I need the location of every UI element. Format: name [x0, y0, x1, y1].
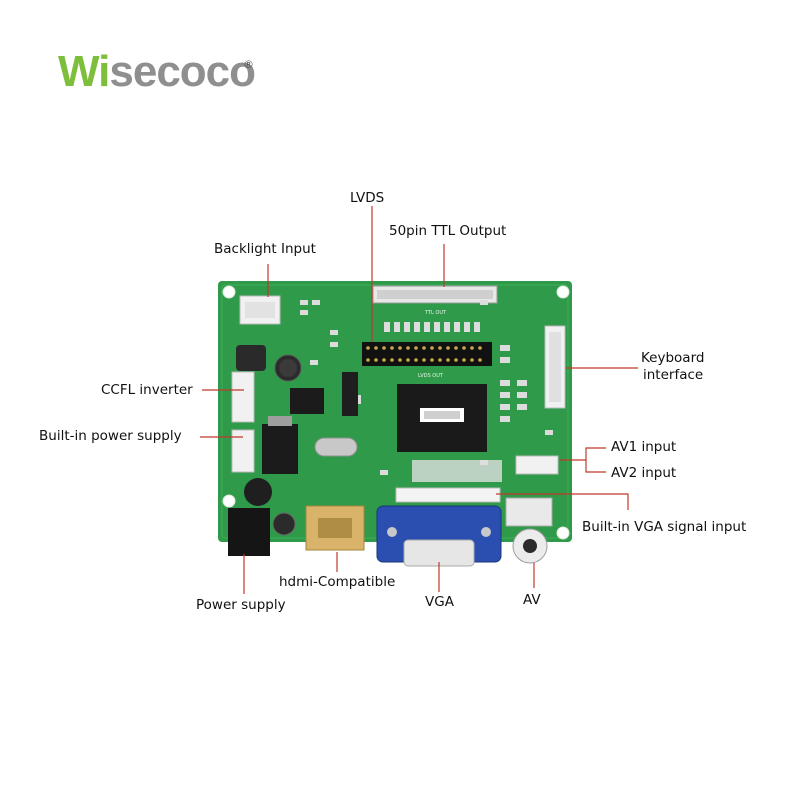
label-ccfl-inverter: CCFL inverter	[101, 382, 193, 398]
lvds-pins	[366, 346, 482, 362]
label-vga: VGA	[425, 594, 454, 610]
vga-signal-connector	[395, 487, 501, 503]
brand-logo-part2: secoco	[109, 47, 256, 96]
inductor	[236, 345, 266, 371]
ccfl-connector	[231, 371, 255, 423]
rca-jack-center	[523, 539, 537, 553]
voltage-regulator	[262, 424, 298, 474]
av-connector	[515, 455, 559, 475]
label-av: AV	[523, 592, 541, 608]
dc-power-jack	[228, 508, 270, 556]
regulator-tab	[268, 416, 292, 426]
ttl-connector-slot	[377, 290, 493, 299]
chip-label-barcode	[424, 411, 460, 419]
lvds-out-silk: LVDS OUT	[418, 373, 444, 379]
label-builtin-vga-signal-input: Built-in VGA signal input	[582, 519, 747, 535]
leader-lines	[200, 206, 638, 594]
label-hdmi-compatible: hdmi-Compatible	[279, 574, 396, 590]
power-inductor	[244, 478, 272, 506]
small-chip	[342, 372, 358, 416]
label-keyboard-line1: Keyboard	[641, 350, 705, 366]
label-av1-input: AV1 input	[611, 439, 677, 455]
hdmi-port-inner	[318, 518, 352, 538]
builtin-power-connector	[231, 429, 255, 473]
mount-hole	[556, 526, 570, 540]
mount-hole	[222, 494, 236, 508]
leader-av-bracket	[585, 447, 606, 473]
label-av2-input: AV2 input	[611, 465, 677, 481]
registered-mark: ®	[243, 58, 254, 71]
capacitor-top	[279, 359, 297, 377]
brand-logo: Wisecoco	[58, 47, 256, 96]
mount-hole	[222, 285, 236, 299]
power-capacitor	[272, 512, 296, 536]
backlight-connector-slot	[245, 302, 275, 318]
keyboard-connector-slot	[549, 332, 561, 402]
crystal-oscillator	[314, 437, 358, 457]
regulator-chip	[290, 388, 324, 414]
label-backlight-input: Backlight Input	[214, 241, 316, 257]
ttl-out-silk: TTL OUT	[424, 310, 447, 316]
label-power-supply: Power supply	[196, 597, 286, 613]
leader-vga-signal	[496, 493, 629, 510]
smd-components	[300, 300, 553, 475]
label-lvds: LVDS	[350, 190, 385, 206]
label-builtin-power-supply: Built-in power supply	[39, 428, 182, 444]
label-ttl-output: 50pin TTL Output	[389, 223, 507, 239]
label-keyboard-line2: interface	[643, 367, 704, 383]
smd-array	[412, 460, 502, 482]
vga-screw	[481, 527, 491, 537]
brand-logo-part1: Wi	[58, 47, 110, 96]
lvds-pin-header	[362, 342, 492, 366]
mount-hole	[556, 285, 570, 299]
vga-screw	[387, 527, 397, 537]
rca-housing	[505, 497, 553, 527]
